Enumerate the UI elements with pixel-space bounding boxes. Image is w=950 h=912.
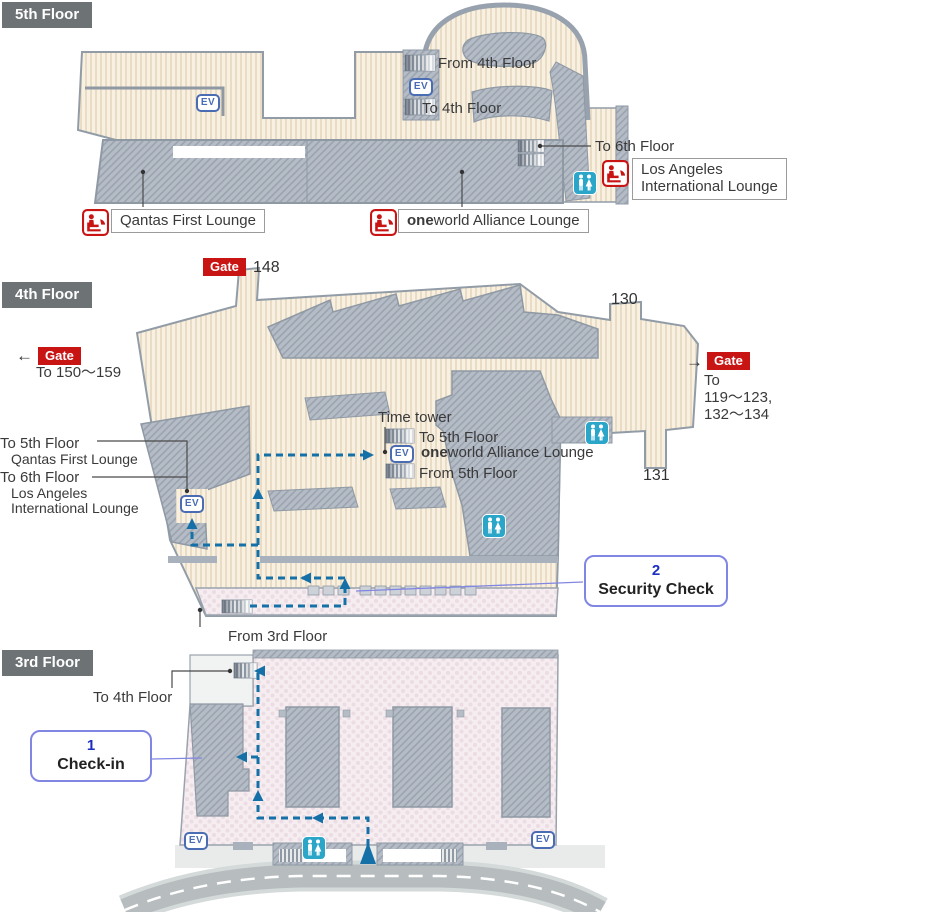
floor5-map	[76, 2, 629, 207]
to-gates-right-line2: 119〜123,	[704, 389, 773, 406]
floor4-top-rooms	[266, 284, 599, 359]
oneworld-alliance-lounge-label: oneworld Alliance Lounge	[398, 209, 589, 234]
floor4-route	[190, 453, 366, 608]
floor3-map	[118, 649, 608, 912]
floor4-center-to-5th-label: To 5th Floor	[419, 429, 499, 446]
floor3-left-rooms	[189, 703, 250, 817]
floor4-oneworld-label: oneworld Alliance Lounge	[421, 444, 594, 461]
floor4-la-line2: International Lounge	[11, 500, 139, 516]
elevator-icon: EV	[196, 94, 220, 112]
escalator-icon	[221, 599, 253, 614]
checkin-island	[392, 706, 453, 808]
checkin-callout: 1 Check-in	[30, 730, 152, 783]
restroom-icon	[573, 171, 597, 195]
floor4-qantas-label: Qantas First Lounge	[11, 451, 138, 467]
security-check-number: 2	[651, 562, 661, 579]
restroom-icon	[302, 836, 326, 860]
to-gates-right-line1: To	[704, 372, 720, 389]
floor5-connector-lines	[142, 145, 591, 207]
floor3-to-4th-label: To 4th Floor	[93, 689, 173, 706]
floor5-dome-outline	[421, 2, 591, 121]
floor3-connector-dot	[227, 668, 233, 674]
floor5-lounge-slot	[173, 146, 305, 158]
escalator-icon	[233, 662, 258, 679]
floor4-la-line1: Los Angeles	[11, 485, 88, 501]
floor4-connector-dots	[184, 449, 388, 613]
los-angeles-lounge-label: Los Angeles International Lounge	[632, 158, 787, 200]
floor5-to-6th-label: To 6th Floor	[595, 138, 675, 155]
elevator-icon: EV	[184, 832, 208, 850]
security-callout-line	[355, 581, 584, 592]
floor4-wall-left	[168, 556, 217, 563]
gate-130-number: 130	[611, 291, 638, 308]
stairs-to-6th-icon	[517, 139, 545, 167]
checkin-callout-line	[151, 757, 203, 760]
gate-badge: Gate	[707, 352, 750, 370]
floor5-inner-wall	[85, 86, 225, 116]
floor4-connector-lines	[92, 427, 386, 627]
floor4-from-5th-label: From 5th Floor	[419, 465, 518, 482]
floor5-connector-dots	[140, 143, 543, 175]
floor4-to-5th-label: To 5th Floor	[0, 435, 80, 452]
gate-badge: Gate	[203, 258, 246, 276]
escalator-icon	[404, 98, 436, 116]
floor5-to-4th-label: To 4th Floor	[422, 100, 502, 117]
qantas-first-lounge-label: Qantas First Lounge	[111, 209, 265, 234]
floor4-central-core	[435, 370, 562, 557]
floor5-dome-blob-lower	[471, 85, 553, 123]
floor4-to-6th-label: To 6th Floor	[0, 469, 80, 486]
floor3-road-centerline	[124, 874, 601, 912]
elevator-icon: EV	[409, 78, 433, 96]
checkin-number: 1	[86, 737, 96, 754]
to-gates-150-159-label: To 150〜159	[36, 364, 122, 381]
lounge-icon	[602, 160, 629, 187]
gate-131-number: 131	[643, 467, 670, 484]
elevator-icon: EV	[180, 495, 204, 513]
floor3-top-wall	[252, 649, 559, 659]
floor4-wall-right	[260, 556, 558, 563]
escalator-icon	[404, 54, 436, 72]
floor5-dome-blob-upper	[462, 31, 547, 67]
floor4-room-bar-right	[389, 486, 447, 510]
to-gates-right-line3: 132〜134	[704, 406, 770, 423]
escalator-icon	[385, 463, 415, 479]
floor5-from-4th-label: From 4th Floor	[438, 55, 537, 72]
gate-148-number: 148	[253, 259, 280, 276]
security-check-callout: 2 Security Check	[584, 555, 728, 608]
floor4-route-arrows	[186, 449, 374, 589]
floor4-title: 4th Floor	[2, 282, 93, 308]
floor5-lounge-strip	[93, 139, 564, 204]
lounge-icon	[370, 209, 397, 236]
arrow-left-icon: ←	[16, 346, 33, 365]
gate-badge: Gate	[38, 347, 81, 365]
security-check-label: Security Check	[598, 581, 714, 598]
restroom-icon	[585, 421, 609, 445]
checkin-island	[285, 706, 340, 808]
time-tower-label: Time tower	[378, 409, 452, 426]
floor3-connector-lines	[171, 670, 230, 688]
elevator-icon: EV	[390, 445, 414, 463]
floor4-room-bar-upper	[304, 391, 391, 421]
floor3-title: 3rd Floor	[2, 650, 94, 676]
floor3-route-arrows	[236, 665, 376, 864]
restroom-icon	[482, 514, 506, 538]
lounge-icon	[82, 209, 109, 236]
checkin-island	[501, 707, 551, 818]
elevator-icon: EV	[531, 831, 555, 849]
floor3-road	[120, 864, 606, 912]
escalator-icon	[385, 428, 415, 444]
floor4-map	[92, 266, 700, 627]
floor4-room-bar-left	[267, 486, 359, 512]
from-3rd-floor-label: From 3rd Floor	[228, 628, 328, 645]
island-markers	[278, 709, 465, 718]
arrow-right-icon: →	[686, 352, 703, 371]
floor5-title: 5th Floor	[2, 2, 93, 28]
floor5-concourse	[76, 3, 590, 141]
checkin-label: Check-in	[57, 756, 125, 773]
